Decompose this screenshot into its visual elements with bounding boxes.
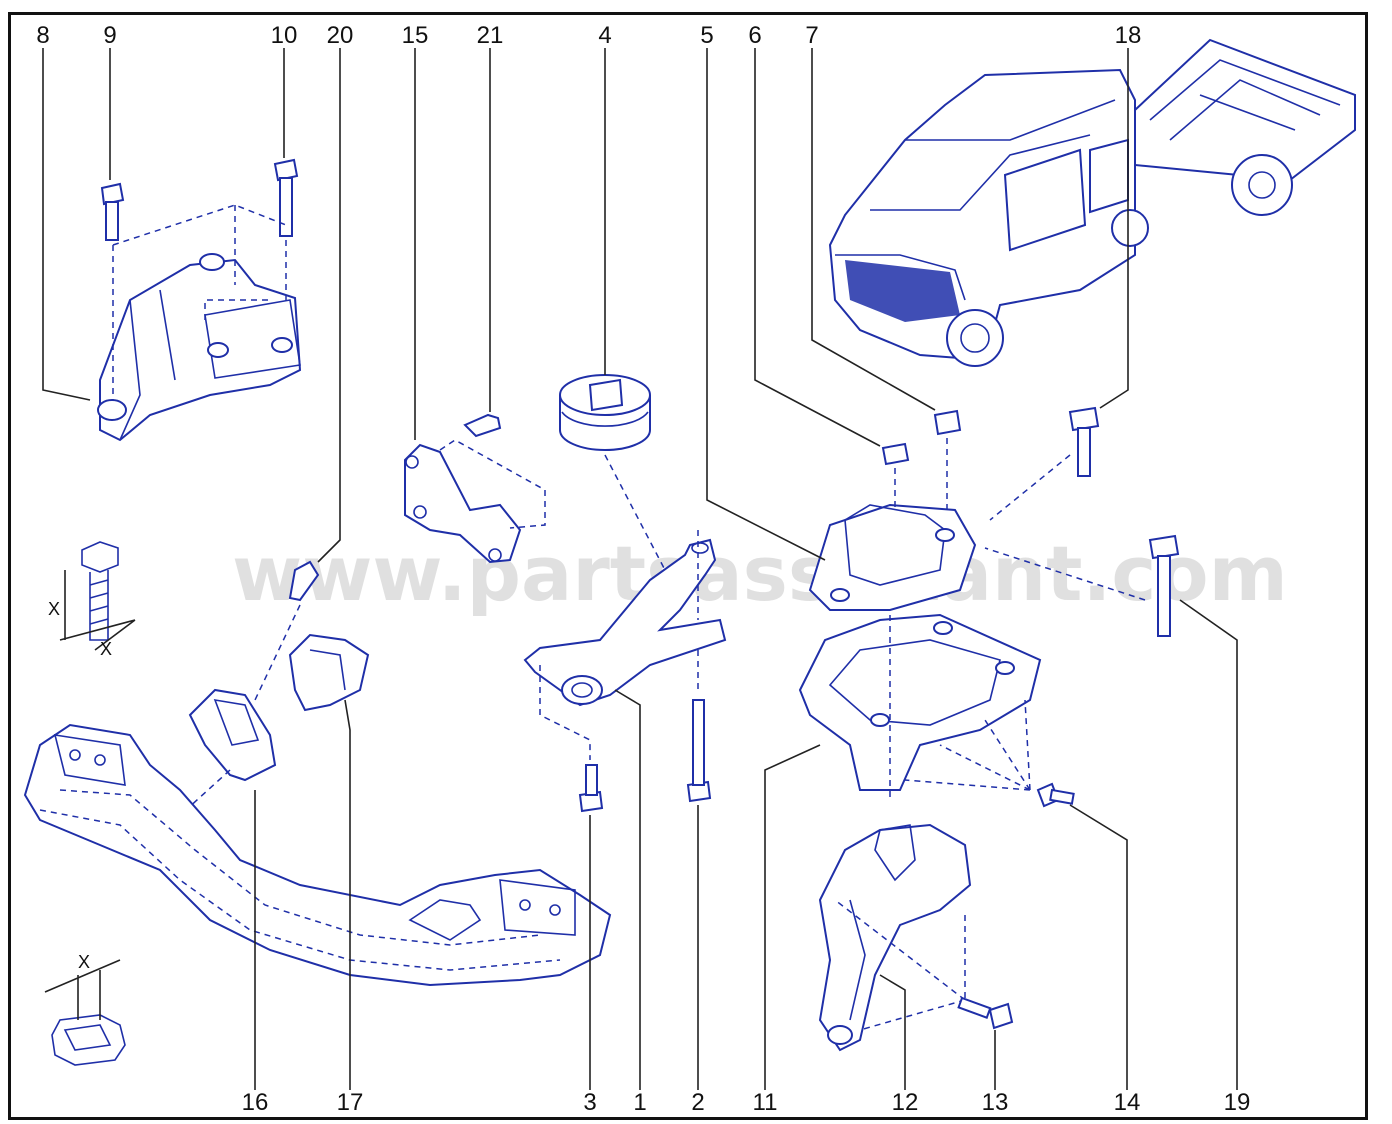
x-label-nut: X	[78, 952, 90, 972]
callout-9: 9	[103, 22, 116, 49]
part-9-bolt	[100, 182, 125, 241]
callout-19: 19	[1224, 1089, 1251, 1116]
callout-11: 11	[753, 1089, 778, 1116]
callout-4: 4	[598, 22, 611, 49]
part-10-bolt	[273, 158, 299, 237]
callout-1: 1	[633, 1089, 646, 1116]
callout-17: 17	[337, 1089, 364, 1116]
part-19-bolt	[1148, 534, 1180, 637]
part-14-bolt	[1036, 782, 1075, 808]
part-2-bolt	[686, 699, 712, 803]
part-20-bushing	[288, 560, 320, 602]
part-16-mount	[188, 688, 277, 782]
nut-height-icon: X	[44, 952, 126, 1066]
callout-7: 7	[805, 22, 818, 49]
part-11-mount-cradle	[798, 613, 1042, 791]
callout-10: 10	[271, 22, 298, 49]
callout-12: 12	[892, 1089, 919, 1116]
part-6-nut	[881, 442, 910, 466]
callout-2: 2	[691, 1089, 704, 1116]
callout-8: 8	[36, 22, 49, 49]
x-label-horizontal: X	[100, 639, 112, 659]
callout-18: 18	[1115, 22, 1142, 49]
part-18-bolt	[1068, 406, 1100, 477]
part-3-bolt	[578, 764, 604, 813]
part-4-rubber-bushing	[559, 374, 651, 451]
part-15-bracket	[404, 439, 546, 564]
bolt-length-icon: X X	[48, 541, 136, 659]
leader-lines	[42, 48, 1238, 1090]
callout-numbers: 8 9 10 20 15 21 4 5 6 7 18 16 17 3 1 2 1…	[36, 22, 1250, 1116]
callout-6: 6	[748, 22, 761, 49]
callout-5: 5	[700, 22, 713, 49]
part-5-mount-pad	[808, 503, 977, 611]
callout-21: 21	[477, 22, 504, 49]
part-17-bracket	[288, 633, 370, 712]
part-8-engine-mount-bracket	[97, 253, 302, 442]
callout-15: 15	[402, 22, 429, 49]
x-label-vertical: X	[48, 599, 60, 619]
watermark-text: www.partsassistant.com	[232, 529, 1288, 618]
part-13-bolt	[957, 996, 1014, 1030]
callout-14: 14	[1114, 1089, 1141, 1116]
callout-3: 3	[583, 1089, 596, 1116]
part-7-nut	[933, 409, 962, 436]
callout-16: 16	[242, 1089, 269, 1116]
part-1-torque-arm	[523, 538, 727, 707]
callout-13: 13	[982, 1089, 1009, 1116]
part-12-lower-arm	[818, 823, 972, 1052]
part-21-bolt	[463, 413, 502, 438]
callout-20: 20	[327, 22, 354, 49]
vehicle-illustration	[828, 38, 1356, 367]
subframe-crossmember	[23, 723, 612, 987]
